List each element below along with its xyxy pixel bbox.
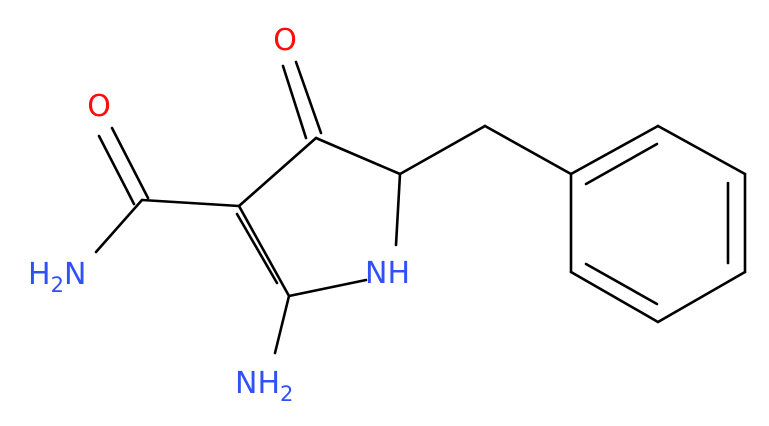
amide-nitrogen-label: H2N xyxy=(28,257,86,297)
amide-oxygen-label: O xyxy=(87,89,111,124)
bond-c5-n1 xyxy=(394,172,402,247)
bond-ph-5-6 xyxy=(569,270,660,324)
bond-c2-nh2 xyxy=(273,294,291,355)
bond-c2-c3-double xyxy=(235,212,279,285)
bond-ph-inner-a xyxy=(584,142,659,186)
bond-c4-o xyxy=(294,60,323,135)
amide-nitrogen-subscript: 2 xyxy=(51,273,64,297)
bond-ph-4-5 xyxy=(656,270,747,324)
bond-c2-c3 xyxy=(237,204,291,298)
bond-ch2-ph xyxy=(483,124,573,176)
bond-ph-1-2 xyxy=(569,124,660,176)
bond-camide-o xyxy=(110,126,150,200)
bond-c3-camide xyxy=(140,198,241,208)
bond-c3-c4 xyxy=(237,136,318,208)
ring-nitrogen-label: NH xyxy=(365,256,410,291)
ketone-oxygen-label: O xyxy=(273,23,297,58)
bond-camide-o-double xyxy=(97,134,136,206)
bond-c4-c5 xyxy=(314,136,402,176)
amino-nitrogen-label: NH2 xyxy=(235,366,293,406)
bond-c5-ch2 xyxy=(398,124,487,176)
amide-nitrogen-n: N xyxy=(64,257,86,292)
bond-ph-2-3 xyxy=(656,124,747,176)
bond-ph-inner-c xyxy=(584,262,659,306)
bond-n1-c2 xyxy=(287,278,368,298)
amide-nitrogen-h: H xyxy=(28,257,51,292)
amino-nitrogen-subscript: 2 xyxy=(280,382,293,406)
amino-nitrogen-nh: NH xyxy=(235,366,280,401)
bond-c4-o-double xyxy=(281,64,308,140)
bond-camide-n xyxy=(94,198,144,254)
